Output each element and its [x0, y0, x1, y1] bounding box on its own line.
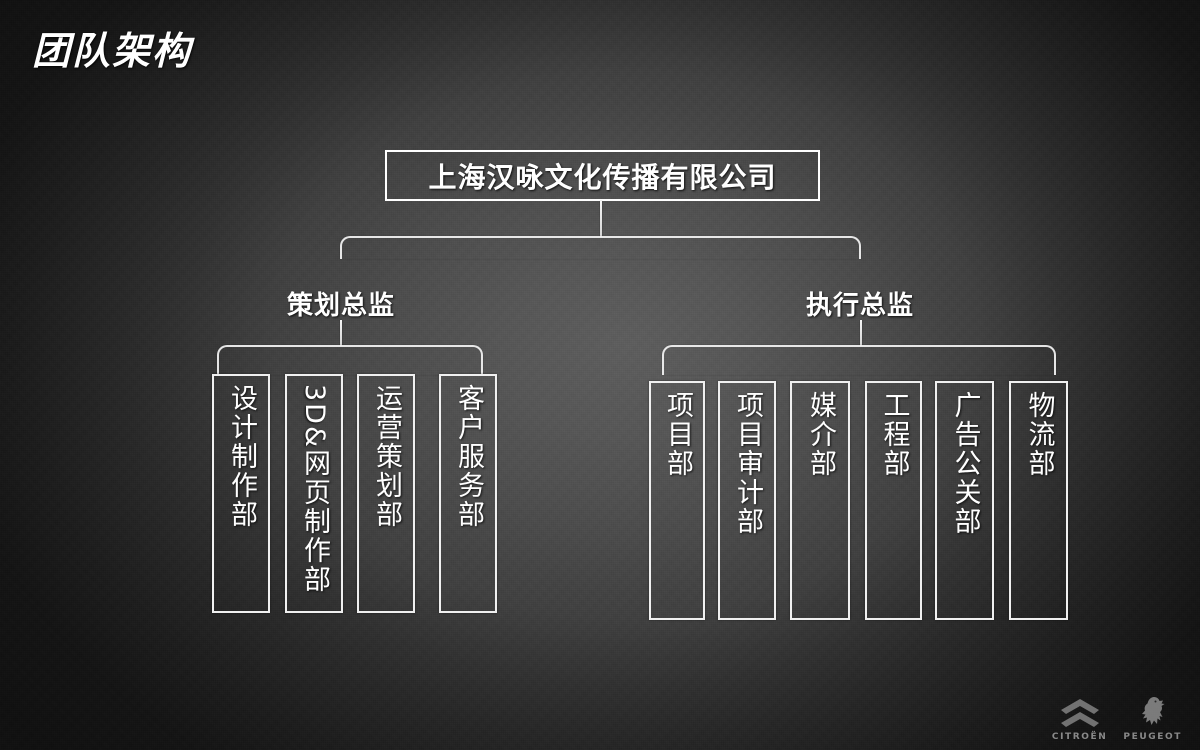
citroen-logo: CITROËN: [1052, 695, 1108, 742]
planning-stem-connector: [340, 320, 342, 346]
peugeot-logo: PEUGEOT: [1123, 695, 1182, 742]
director-planning-label: 策划总监: [286, 291, 395, 321]
peugeot-lion-icon: [1141, 697, 1165, 725]
root-stem-connector: [600, 201, 602, 237]
page-title: 团队架构: [32, 29, 193, 73]
dept-box-execution-1[interactable]: 项目审计部: [718, 381, 776, 620]
execution-stem-connector: [860, 320, 862, 346]
dept-box-execution-4[interactable]: 广告公关部: [935, 381, 994, 620]
dept-label: 广告公关部: [949, 391, 981, 536]
dept-label: 媒介部: [805, 391, 837, 478]
peugeot-wordmark: PEUGEOT: [1123, 732, 1182, 742]
dept-label: 运营策划部: [371, 384, 403, 529]
dept-box-planning-0[interactable]: 设计制作部: [212, 374, 270, 613]
dept-label: 3D&网页制作部: [299, 384, 331, 595]
dept-label: 客户服务部: [453, 384, 485, 529]
dept-label: 项目部: [662, 391, 694, 478]
director-execution-label: 执行总监: [805, 291, 914, 321]
dept-box-planning-2[interactable]: 运营策划部: [357, 374, 415, 613]
dept-label: 工程部: [878, 391, 910, 478]
dept-box-execution-2[interactable]: 媒介部: [790, 381, 850, 620]
dept-box-execution-3[interactable]: 工程部: [865, 381, 922, 620]
top-level-bracket: [340, 236, 861, 259]
execution-group-bracket: [662, 345, 1056, 375]
brand-logos: CITROËN PEUGEOT: [1052, 695, 1182, 742]
dept-box-planning-1[interactable]: 3D&网页制作部: [285, 374, 343, 613]
dept-label: 设计制作部: [226, 384, 258, 529]
dept-box-planning-3[interactable]: 客户服务部: [439, 374, 497, 613]
dept-box-execution-5[interactable]: 物流部: [1009, 381, 1068, 620]
planning-group-bracket: [217, 345, 483, 375]
citroen-chevrons-icon: [1060, 699, 1099, 727]
org-root-label: 上海汉咏文化传播有限公司: [428, 160, 777, 194]
org-root-node: 上海汉咏文化传播有限公司: [385, 150, 820, 201]
citroen-wordmark: CITROËN: [1051, 732, 1108, 742]
dept-label: 项目审计部: [732, 391, 764, 536]
dept-label: 物流部: [1023, 391, 1055, 478]
dept-box-execution-0[interactable]: 项目部: [649, 381, 705, 620]
